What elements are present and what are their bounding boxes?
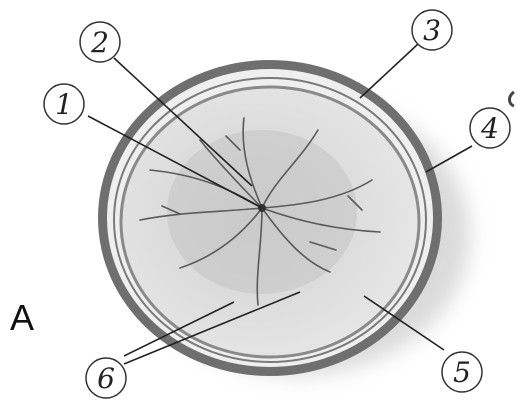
leader-line-3 bbox=[360, 44, 418, 98]
callout-5: 5 bbox=[442, 352, 482, 392]
callout-4: 4 bbox=[470, 108, 510, 148]
callout-4-label: 4 bbox=[480, 112, 499, 145]
callout-1-label: 1 bbox=[55, 88, 73, 121]
figure-label: A bbox=[10, 297, 34, 338]
callout-1: 1 bbox=[44, 84, 84, 124]
callout-6-label: 6 bbox=[97, 362, 115, 395]
callout-2: 2 bbox=[80, 22, 120, 62]
callout-2-label: 2 bbox=[90, 26, 109, 59]
edge-mark bbox=[510, 92, 515, 106]
callout-3: 3 bbox=[412, 10, 452, 50]
callout-3-label: 3 bbox=[423, 14, 441, 47]
callout-5-label: 5 bbox=[453, 356, 471, 389]
callout-6: 6 bbox=[86, 358, 126, 398]
